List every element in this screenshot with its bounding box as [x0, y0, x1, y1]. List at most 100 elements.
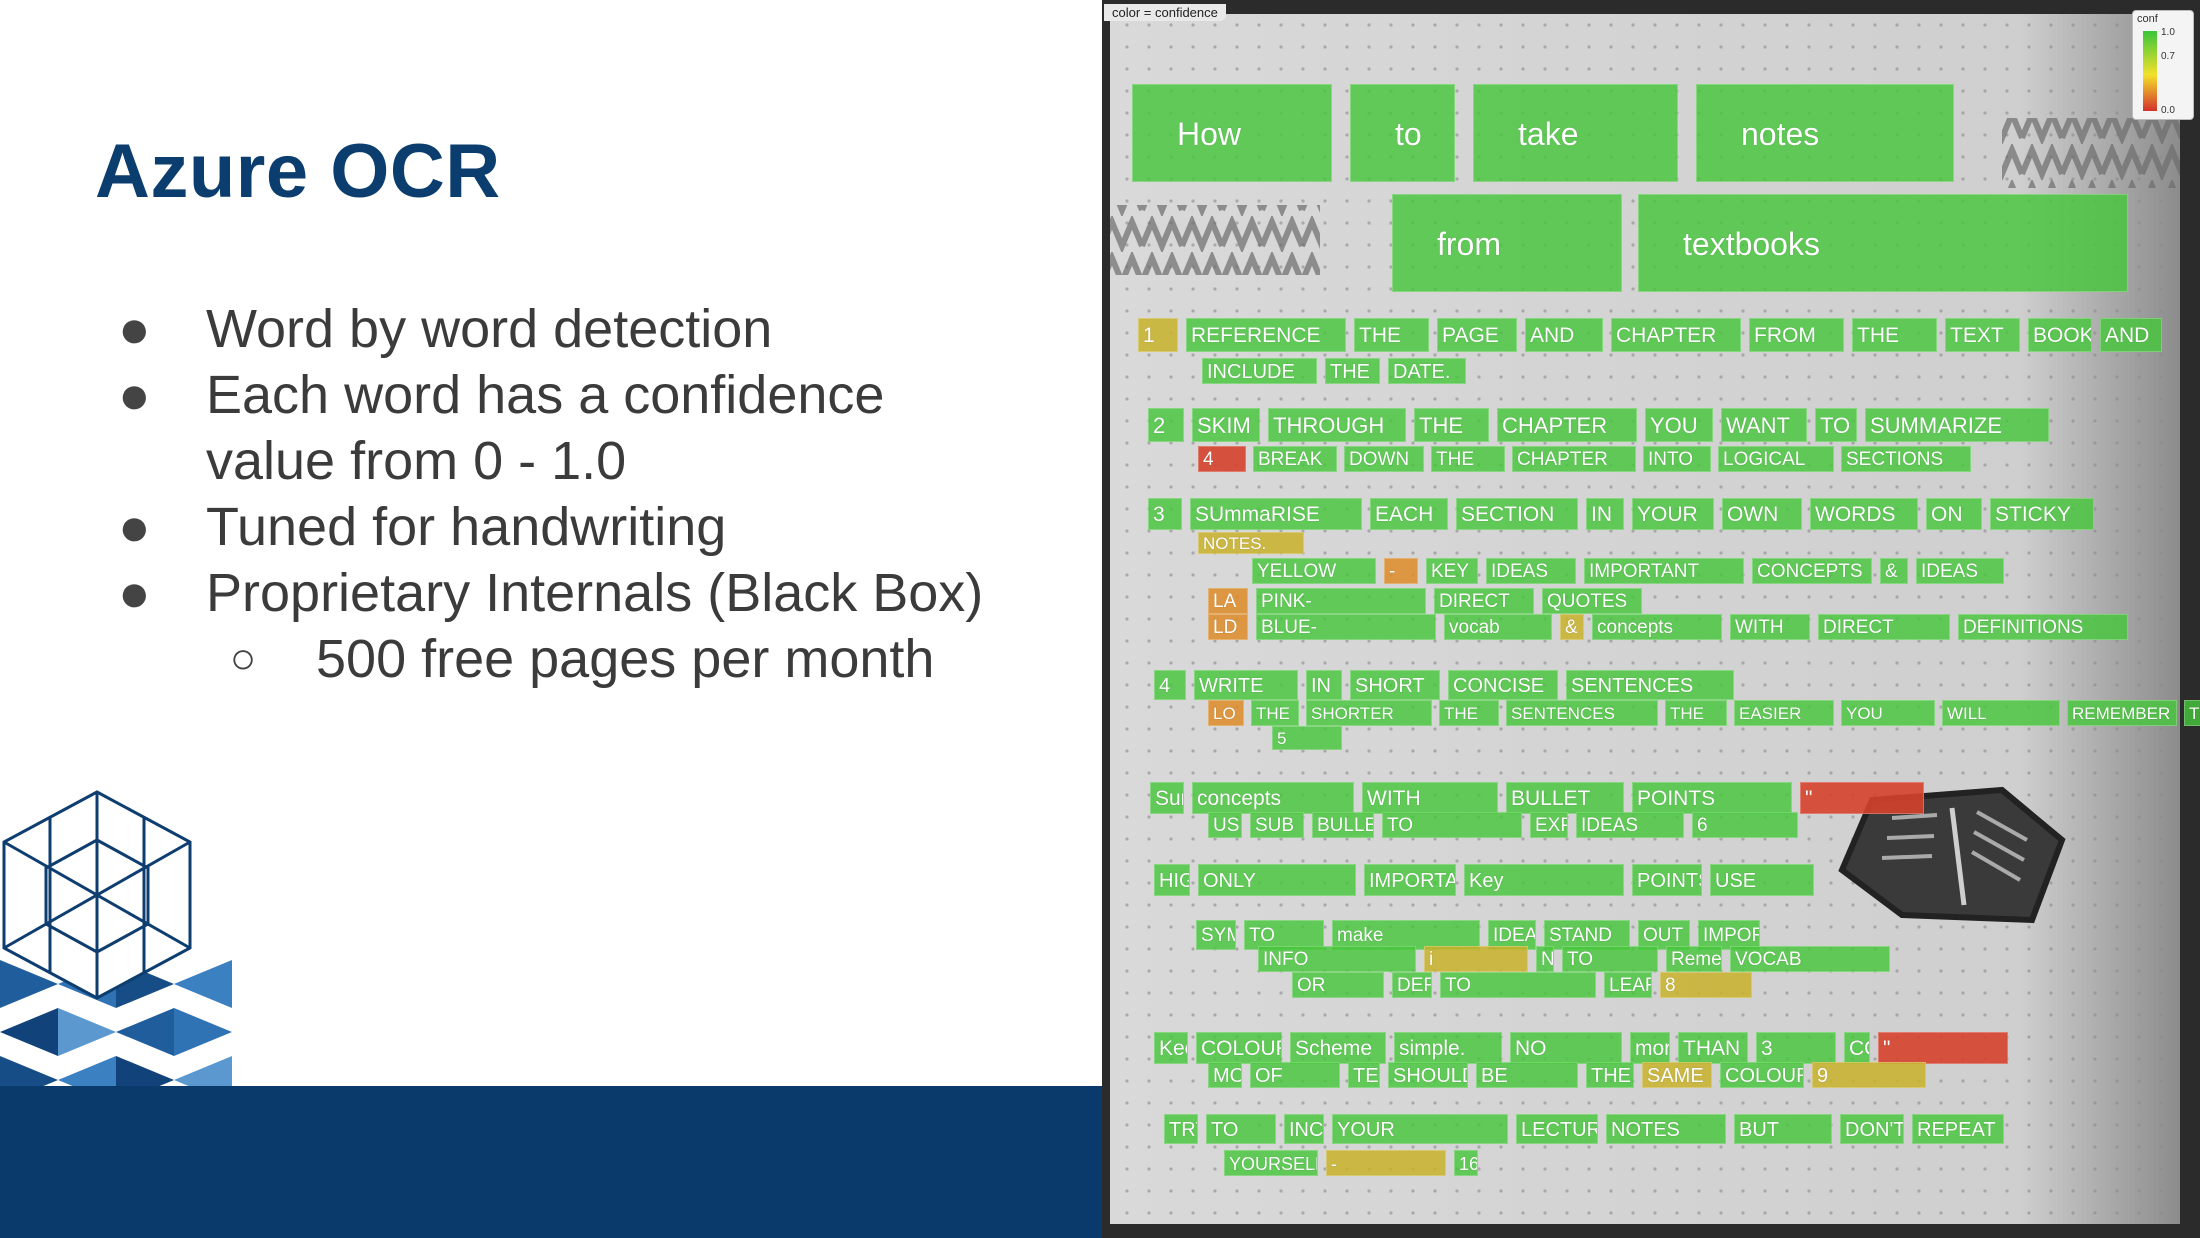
ocr-word-box: SENTENCES	[1566, 670, 1734, 700]
ocr-word-box: 4	[1154, 670, 1186, 700]
ocr-word-box: Scheme	[1290, 1032, 1386, 1064]
ocr-word-box: TO	[1815, 408, 1857, 442]
ocr-word-box: LO	[1208, 700, 1244, 726]
ocr-word-box: QUOTES	[1542, 588, 1642, 614]
ocr-word-box: "	[1800, 782, 1924, 814]
ocr-word-box: FROM	[1749, 318, 1844, 352]
ocr-word-box: SUMMARIZE	[1865, 408, 2049, 442]
ocr-word-box: more	[1630, 1032, 1670, 1064]
ocr-word-box: REMEMBER	[2067, 700, 2177, 726]
ocr-word-box: NEED	[1536, 946, 1554, 972]
ocr-word-box: 1	[1138, 318, 1178, 352]
ocr-word-box: NOTES	[1606, 1114, 1726, 1144]
ocr-word-box: WANT	[1721, 408, 1807, 442]
ocr-word-box: SHOULD	[1388, 1062, 1468, 1088]
bullet-marker: ●	[118, 299, 151, 359]
ocr-word-box: IMPORTANT	[1584, 558, 1744, 584]
ocr-word-box: IMPORTANT	[1698, 920, 1760, 950]
ocr-word-box: TO	[1562, 946, 1658, 972]
ocr-word-box: 3	[1756, 1032, 1836, 1064]
bullet-text: Each word has a confidence	[206, 365, 885, 425]
ocr-word-box: DIRECT	[1434, 588, 1534, 614]
ocr-word-box: simple.	[1394, 1032, 1502, 1064]
ocr-word-box: YOURSELF	[1224, 1150, 1318, 1176]
ocr-word-box: NO	[1510, 1032, 1622, 1064]
colorbar-tick-low: 0.0	[2161, 105, 2175, 116]
ocr-word-box: take	[1473, 84, 1678, 182]
ocr-word-box: to	[1350, 84, 1455, 182]
ocr-word-box: LECTURE	[1516, 1114, 1598, 1144]
ocr-word-box: SECTION	[1456, 498, 1578, 530]
ocr-word-box: TO	[1206, 1114, 1276, 1144]
ocr-word-box: IMPORTANT	[1364, 864, 1456, 896]
slide-title: Azure OCR	[95, 129, 501, 214]
ocr-word-box: COLOUR	[1196, 1032, 1282, 1064]
bullet-marker: ●	[118, 563, 151, 623]
ocr-word-box: 8	[1660, 972, 1752, 998]
ocr-word-box: IDEAS	[1486, 558, 1576, 584]
ocr-word-box: USE	[1710, 864, 1814, 896]
ocr-word-box: IDEAS	[1576, 812, 1684, 838]
ocr-word-box: BULLETS	[1312, 812, 1374, 838]
bullet-marker: ●	[118, 497, 151, 557]
ocr-word-box: VOCAB	[1730, 946, 1890, 972]
ocr-word-box: COLOUR.	[1720, 1062, 1804, 1088]
ocr-word-box: YOU	[1841, 700, 1935, 726]
colorbar-tick-mid: 0.7	[2161, 51, 2175, 62]
ocr-word-box: TEXT	[1945, 318, 2020, 352]
ocr-word-box: OUT	[1638, 920, 1690, 950]
ocr-word-box: DEFINITIONS	[1392, 972, 1432, 998]
colorbar-tick-high: 1.0	[2161, 27, 2175, 38]
ocr-word-box: EXPAND	[1530, 812, 1568, 838]
ocr-word-box: STICKY	[1990, 498, 2094, 530]
ocr-word-box: BUT	[1734, 1114, 1832, 1144]
ocr-word-box: How	[1132, 84, 1332, 182]
ocr-word-box: 9	[1812, 1062, 1926, 1088]
ocr-word-box: REPEAT	[1912, 1114, 2004, 1144]
ocr-word-box: SKIM	[1192, 408, 1260, 442]
ocr-word-box: MOST	[1208, 1062, 1242, 1088]
ocr-word-box: 5	[1272, 726, 1342, 750]
ocr-word-box: THE	[1354, 318, 1429, 352]
ocr-word-box: concepts	[1192, 782, 1354, 814]
ocr-word-box: INTO	[1643, 446, 1711, 472]
ocr-word-box: EASIER	[1734, 700, 1834, 726]
ocr-word-box: AND	[2100, 318, 2162, 352]
ocr-word-box: THE	[1586, 1062, 1634, 1088]
ocr-word-box: BOOK	[2028, 318, 2092, 352]
bullet-text: Proprietary Internals (Black Box)	[206, 563, 984, 623]
bullet-text: 500 free pages per month	[316, 629, 935, 689]
bullet-item: ○500 free pages per month	[0, 626, 1100, 692]
decor-triangle	[0, 1008, 58, 1056]
ocr-word-box: 4	[1198, 446, 1246, 472]
ocr-word-box: BULLET	[1506, 782, 1624, 814]
color-legend-label: color = confidence	[1104, 4, 1226, 21]
ocr-word-box: IN	[1586, 498, 1624, 530]
ocr-word-box: CONCEPTS	[1752, 558, 1872, 584]
ocr-word-box: BREAK	[1253, 446, 1337, 472]
ocr-word-box: SAME	[1642, 1062, 1712, 1088]
ocr-word-box: Remember.	[1666, 946, 1722, 972]
bullet-item: value from 0 - 1.0	[0, 428, 1100, 494]
ocr-word-box: WITH	[1730, 614, 1810, 640]
ocr-word-box: TO	[1382, 812, 1522, 838]
ocr-word-box: WRITE	[1194, 670, 1298, 700]
ocr-word-box: THROUGH	[1268, 408, 1406, 442]
decor-mask	[292, 960, 1102, 1086]
ocr-word-box: THE	[1431, 446, 1505, 472]
ocr-word-box: AND	[1525, 318, 1603, 352]
ocr-word-box: &	[1560, 614, 1584, 640]
ocr-word-box: -	[1384, 558, 1418, 584]
ocr-word-box: EACH	[1370, 498, 1448, 530]
ocr-word-box: WITH	[1362, 782, 1498, 814]
bullet-text: Tuned for handwriting	[206, 497, 727, 557]
ocr-word-box: ON	[1926, 498, 1982, 530]
ocr-word-box: ONLY	[1198, 864, 1356, 896]
ocr-word-box: YELLOW	[1252, 558, 1376, 584]
ocr-word-box: 2	[1148, 408, 1184, 442]
bullet-text: Word by word detection	[206, 299, 773, 359]
bullet-list: ● Word by word detection ● Each word has a …	[0, 296, 1100, 692]
